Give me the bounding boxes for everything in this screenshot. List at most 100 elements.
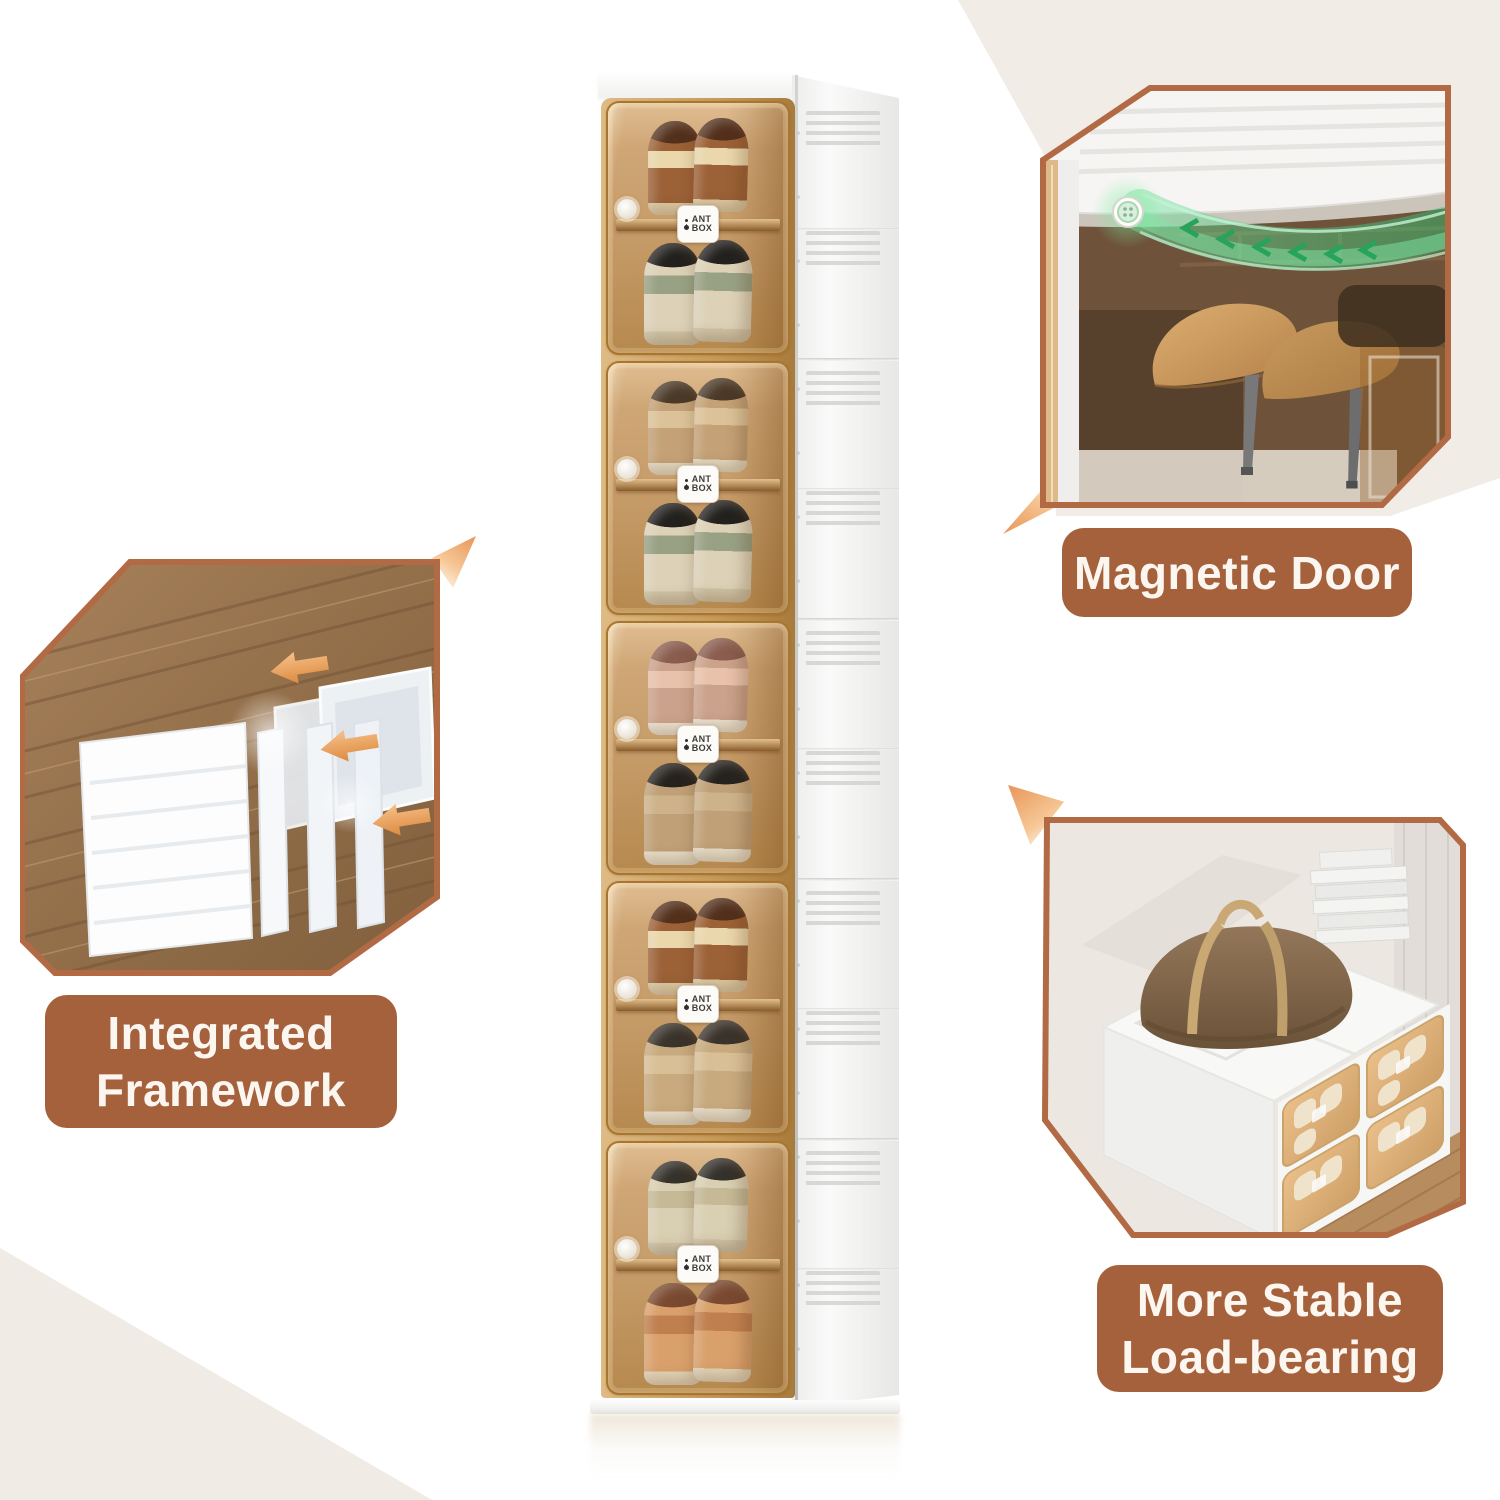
magnet-button (1112, 196, 1144, 228)
cabinet-lid (598, 70, 798, 98)
magnetic-door-label: Magnetic Door (1062, 528, 1412, 617)
shoe (644, 243, 702, 345)
vent-slats (806, 491, 880, 529)
shoe (692, 377, 750, 473)
folded-panels (78, 717, 386, 958)
shoe-pair (608, 1157, 788, 1255)
photo-border (20, 559, 440, 976)
brand-text-line: ANT (691, 214, 712, 224)
brand-text-line: ANT (691, 1254, 712, 1264)
vent-slats (806, 1011, 880, 1049)
floor-reflection (590, 1414, 900, 1500)
shoe (692, 759, 754, 863)
magnetic-force-band (1119, 189, 1448, 271)
brand-text-line: BOX (691, 483, 713, 493)
magnet-button (617, 199, 637, 219)
ant-icon (683, 1264, 689, 1270)
vent-slats (806, 1151, 880, 1189)
brand-text-line: ANT (691, 474, 712, 484)
vent-slats (806, 631, 880, 669)
brand-text-line: ANT (691, 734, 712, 744)
ant-icon (683, 484, 689, 490)
shoe-pair (608, 637, 788, 735)
shoe (692, 499, 754, 603)
label-line: Integrated (107, 1007, 335, 1060)
shoe-pair (608, 117, 788, 215)
vent-slats (806, 891, 880, 929)
ant-icon (683, 224, 689, 230)
magnet-button (617, 459, 637, 479)
vent-slats (806, 751, 880, 789)
integrated-framework-photo (20, 559, 440, 976)
vent-slats (806, 111, 880, 149)
shoe (644, 503, 702, 605)
shoe (692, 117, 750, 213)
shoe-pair (608, 499, 788, 605)
label-line: Load-bearing (1121, 1330, 1419, 1383)
cabinet-base (590, 1400, 900, 1414)
photo-border (1040, 85, 1451, 508)
brand-text-line: BOX (691, 1003, 713, 1013)
shoe (644, 763, 702, 865)
load-bearing-photo (1042, 817, 1466, 1238)
cabinet-edge (795, 75, 798, 1410)
panel-seam (792, 618, 899, 621)
shelf-surface (1077, 450, 1397, 505)
stacked-cabinet (1101, 937, 1450, 1235)
brand-text-line: ANT (691, 994, 712, 1004)
shoe-pair (608, 759, 788, 865)
cabinet-side (792, 75, 899, 1408)
shoe (692, 239, 754, 343)
fold-direction-arrows (270, 651, 431, 836)
shoe-pair (608, 1019, 788, 1125)
shoe (692, 637, 750, 733)
label-line: Magnetic Door (1074, 546, 1400, 599)
door-frame-left (1043, 160, 1079, 505)
photo-border (1042, 817, 1466, 1238)
shoe (644, 1023, 702, 1125)
magnet-button (617, 719, 637, 739)
panel-seam (792, 358, 899, 361)
ant-icon (683, 1004, 689, 1010)
panel-seam (792, 488, 899, 490)
shoe (692, 1019, 754, 1123)
panel-seam (792, 1008, 899, 1010)
brand-text-line: BOX (691, 223, 713, 233)
magnet-button (617, 979, 637, 999)
brand-text-line: BOX (691, 743, 713, 753)
label-line: More Stable (1136, 1274, 1404, 1327)
shoe-pair (608, 377, 788, 475)
vent-slats (806, 371, 880, 409)
panel-seam (792, 228, 899, 230)
vent-slats (806, 1271, 880, 1309)
brand-text-line: BOX (691, 1263, 713, 1273)
label-line: Framework (96, 1063, 346, 1116)
shoe (692, 1279, 754, 1383)
shoe-pair (608, 239, 788, 345)
books-stack (1309, 848, 1411, 945)
magnet-button (617, 1239, 637, 1259)
